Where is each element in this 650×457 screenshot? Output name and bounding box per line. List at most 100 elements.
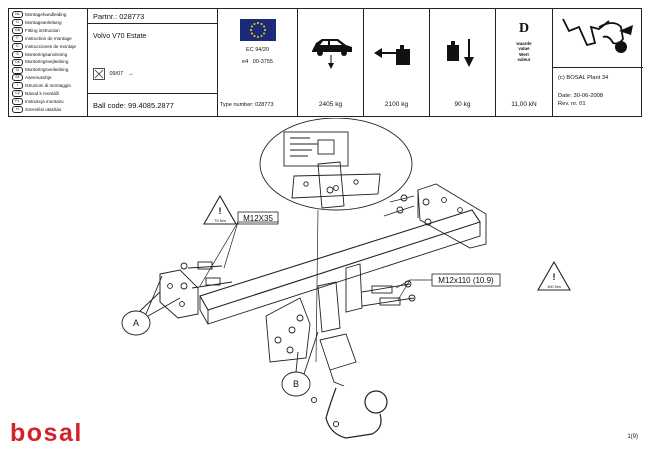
eu-star	[263, 25, 266, 28]
vehicle-name: Volvo V70 Estate	[93, 33, 147, 40]
bolt-box-m12x35	[237, 211, 279, 225]
vertical-load-value: 90 kg	[454, 101, 471, 108]
towbar-symbol-icon	[562, 18, 633, 53]
eu-star	[257, 36, 259, 38]
eu-star	[264, 29, 266, 31]
torque-100-label: 100 Nm	[547, 284, 562, 289]
language-text: Asennusohje	[25, 75, 52, 81]
d-value-word: waarde	[516, 41, 532, 46]
date-code-group: 09/07 →	[93, 65, 134, 83]
ballcode-value: 99.4085.2877	[128, 101, 174, 110]
tow-ball	[364, 390, 388, 414]
language-code: F	[12, 34, 23, 42]
torque-79-label: 79 Nm	[214, 218, 226, 223]
callout-b-label: B	[293, 379, 299, 389]
language-code: DK	[12, 58, 23, 66]
left-bracket	[159, 269, 199, 319]
approval-number: 00-3755	[252, 59, 273, 65]
revision-number: Rev. nr. 01	[558, 101, 586, 107]
type-number-label: Type number:	[220, 102, 254, 108]
bolt-label-m12x35: M12X35	[243, 214, 273, 223]
manufacturer-cell: (c) BOSAL Plant 34 Date: 30-06-2008 Rev.…	[553, 9, 643, 116]
eu-flag-icon	[240, 19, 276, 41]
torque-warning-79	[203, 194, 237, 225]
eu-star	[263, 32, 266, 35]
center-bracket	[317, 281, 341, 333]
d-value-word: Wert	[519, 51, 529, 57]
weight-down-icon	[447, 39, 474, 67]
bolt-box-m12x110	[431, 273, 501, 287]
language-text: Istruzioni di montaggio	[25, 83, 71, 89]
type-number-value: 028773	[255, 102, 274, 108]
right-bracket	[417, 183, 487, 249]
language-text: Instrucciones de montaje	[25, 43, 77, 49]
page-number: 1(9)	[627, 434, 638, 440]
id-plate	[283, 131, 349, 167]
language-text: Monteringsveiledning	[25, 67, 69, 73]
eu-star	[260, 22, 263, 25]
language-code: NL	[12, 11, 23, 19]
side-plate-b	[265, 297, 311, 363]
eu-star	[257, 22, 259, 24]
part-number: Partnr.: 028773	[93, 12, 145, 21]
bosal-logo: bosal	[10, 422, 81, 444]
d-value-word: value	[518, 46, 530, 52]
gross-weight-cell: 2405 kg	[298, 9, 364, 116]
bolt-label-m12x110: M12x110 (10.9)	[438, 276, 494, 285]
eu-star	[253, 22, 256, 25]
language-code: E	[12, 42, 23, 50]
d-value-word: valeur	[517, 57, 531, 63]
callout-a-label: A	[133, 318, 139, 328]
svg-text:!: !	[553, 272, 556, 282]
d-value: 11,00 kN	[511, 101, 537, 108]
detail-magnifier	[259, 118, 413, 211]
arrow-right-icon: →	[127, 70, 134, 77]
language-text: Instrukcja montażu	[25, 98, 64, 104]
language-text: Monteringsvejledning	[25, 59, 69, 65]
date-code: 09/07	[109, 70, 124, 77]
e-mark: e4	[242, 59, 249, 65]
car-down-arrow-icon	[312, 39, 352, 69]
language-code: D	[12, 19, 23, 27]
language-text: Fitting instruction	[25, 27, 60, 33]
ec-directive: EC 94/20	[246, 47, 269, 53]
weight-pull-icon	[374, 45, 410, 65]
left-bolts	[180, 261, 233, 290]
language-code: N	[12, 66, 23, 74]
language-text: Montageanleitung	[25, 19, 62, 25]
language-code: CZ	[12, 90, 23, 98]
d-letter: D	[518, 21, 530, 36]
language-code: H	[12, 106, 23, 114]
language-code: S	[12, 50, 23, 58]
eu-star	[250, 25, 253, 28]
eu-star	[253, 35, 256, 38]
part-info-cell: Partnr.: 028773 Volvo V70 Estate 09/07 →…	[88, 9, 218, 116]
upper-bolts	[383, 194, 432, 226]
crossbar	[199, 209, 481, 311]
language-text: Szerelési utasítás	[25, 106, 62, 112]
language-code: PL	[12, 98, 23, 106]
assembly-diagram: ! 79 Nm ! 100 Nm M12X35 M12x110 (10.9) A…	[121, 118, 571, 439]
coupling-block	[319, 333, 357, 371]
approval-cell: EC 94/20 e4 00-3755 Type number: 028773	[218, 9, 298, 116]
towing-mass-value: 2100 kg	[384, 101, 409, 108]
torque-warning-100	[537, 260, 571, 291]
ball-neck	[325, 387, 382, 439]
eu-star	[250, 29, 252, 31]
language-code: I	[12, 82, 23, 90]
gross-weight-value: 2405 kg	[318, 101, 343, 108]
language-text: Instruction de montage	[25, 35, 72, 41]
language-code: SF	[12, 74, 23, 82]
